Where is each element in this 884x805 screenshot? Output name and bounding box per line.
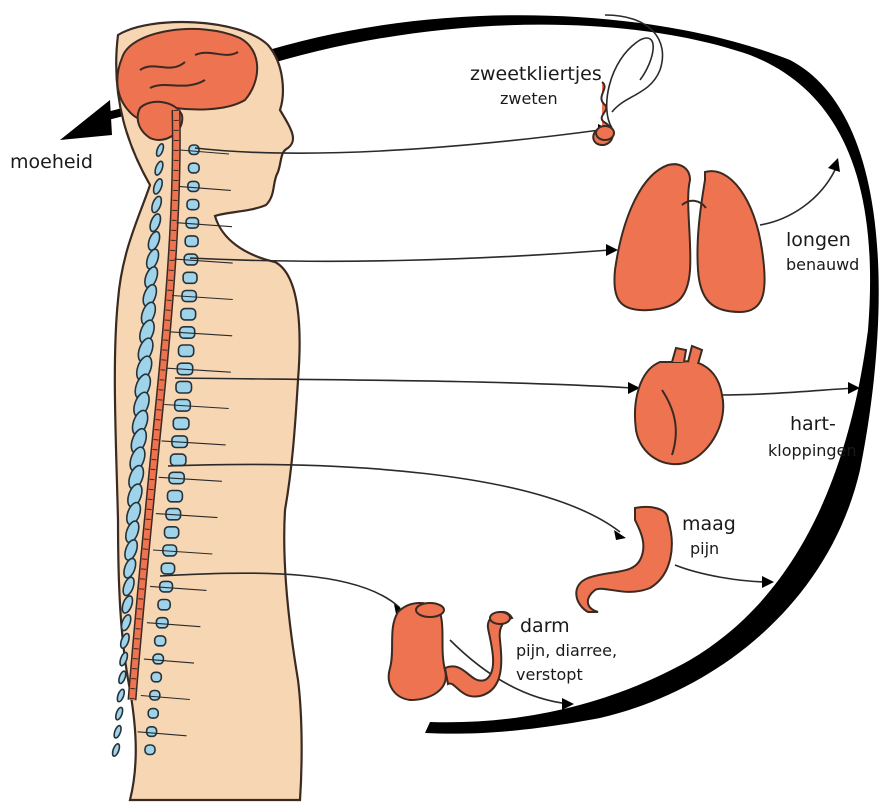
heart-body <box>635 361 723 464</box>
ganglion <box>183 272 197 283</box>
ganglion <box>161 563 174 574</box>
label-heart-line2: kloppingen <box>768 441 857 460</box>
vertebra <box>114 707 124 721</box>
ganglion <box>179 345 194 357</box>
ganglion <box>187 200 199 210</box>
ganglion <box>189 145 199 155</box>
stomach <box>576 507 672 612</box>
label-intestine-symptom-line2: verstopt <box>516 665 583 684</box>
sweat-feedback <box>607 38 653 128</box>
arrowhead-lungs <box>606 244 618 256</box>
lung-left <box>614 164 690 310</box>
ganglion <box>151 672 161 682</box>
label-sweat-symptom: zweten <box>500 89 558 108</box>
label-lungs: longen <box>786 229 851 251</box>
ganglion <box>181 309 196 320</box>
ganglion <box>158 600 170 610</box>
stomach-output <box>675 565 770 582</box>
label-intestine: darm <box>520 615 570 637</box>
ganglion <box>165 527 179 538</box>
ganglion <box>145 745 155 755</box>
label-stomach-symptom: pijn <box>690 539 719 558</box>
vertebra <box>116 688 126 702</box>
ganglion <box>155 636 166 646</box>
ganglion <box>176 381 192 393</box>
ganglion <box>173 418 189 430</box>
ganglion <box>171 454 186 466</box>
ganglion <box>153 654 163 664</box>
intestine-opening <box>416 603 444 617</box>
ganglion <box>148 709 158 719</box>
lungs-output <box>760 170 835 225</box>
vertebra <box>111 743 121 757</box>
intestine <box>389 603 512 700</box>
sweat-gland-bulb <box>596 126 614 140</box>
arrowhead-stomach-out <box>762 576 774 588</box>
ganglion <box>156 618 168 628</box>
fatigue-arrowhead <box>60 100 112 140</box>
label-lungs-symptom: benauwd <box>786 255 859 274</box>
colon <box>389 603 446 700</box>
arrowhead-lungs-out <box>828 158 840 172</box>
ganglion <box>147 727 157 737</box>
lung-right <box>697 171 764 312</box>
ganglion <box>168 491 183 502</box>
label-fatigue: moeheid <box>10 151 93 173</box>
stomach-body <box>576 507 672 612</box>
heart-output <box>720 388 855 395</box>
heart <box>635 346 723 464</box>
sweat-gland <box>593 82 614 145</box>
label-heart-line1: hart- <box>790 413 836 435</box>
ganglion <box>186 218 198 228</box>
ganglion <box>150 691 160 701</box>
ganglion <box>185 236 198 247</box>
label-intestine-symptom-line1: pijn, diarree, <box>516 641 617 660</box>
vertebra <box>113 725 123 739</box>
intestine-end <box>490 612 510 624</box>
label-sweat-gland: zweetkliertjes <box>470 63 602 85</box>
human-body <box>111 22 301 800</box>
lungs <box>614 164 764 312</box>
ganglion <box>160 581 173 592</box>
ganglion <box>189 163 200 173</box>
label-stomach: maag <box>682 513 736 535</box>
vertebra <box>117 670 127 684</box>
ganglion <box>188 181 199 191</box>
